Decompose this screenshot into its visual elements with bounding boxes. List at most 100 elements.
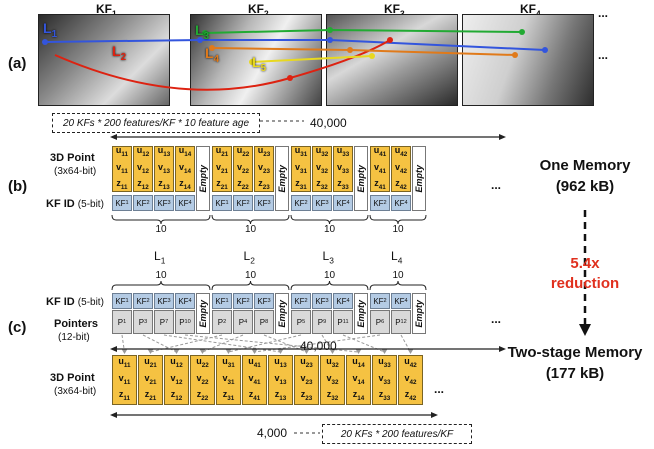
photos-ellipsis-2: ...	[598, 48, 609, 62]
row-b-ellipsis: ...	[491, 178, 502, 192]
photos-ellipsis: ...	[598, 6, 609, 20]
two-stage-count-1: 10	[155, 270, 167, 281]
label-a: (a)	[8, 55, 27, 72]
empty-column: Empty	[354, 146, 368, 211]
two-stage-brace-4	[369, 281, 427, 291]
one-memory-brace-4	[369, 214, 427, 224]
pointer-arrowhead	[381, 349, 388, 354]
empty-column: Empty	[354, 293, 368, 334]
two-stage-size: (177 kB)	[545, 365, 605, 382]
row-c-pts-ellipsis: ...	[434, 382, 445, 396]
top-count-arrow	[110, 134, 506, 140]
row-b-kf-label: KF ID (5-bit)	[46, 198, 104, 210]
two-stage-brace-3	[290, 281, 369, 291]
one-memory-brace-1	[111, 214, 211, 224]
two-stage-count-2: 10	[244, 270, 257, 281]
l-label-1: L1	[154, 249, 166, 266]
keyframe-photo-1	[38, 14, 170, 106]
pointer-arrowhead	[277, 349, 284, 354]
one-memory-size: (962 kB)	[555, 178, 615, 195]
reduction-arrow	[579, 210, 591, 336]
bottom-count-arrow	[110, 412, 438, 418]
keyframe-title-2: KF2	[248, 2, 269, 18]
two-stage-title: Two-stage Memory	[507, 344, 643, 361]
row-c-3d-label: 3D Point	[50, 372, 95, 384]
label-c: (c)	[8, 319, 27, 336]
one-memory-brace-2	[211, 214, 290, 224]
track-label-l5: L5	[252, 54, 267, 74]
row-c-kf-label: KF ID (5-bit)	[46, 296, 104, 308]
row-c-ptr-sub: (12-bit)	[58, 332, 90, 343]
bottom-note-leader	[294, 432, 320, 434]
two-stage-count-3: 10	[323, 270, 336, 281]
track-line-l1	[44, 39, 546, 51]
row-b-3d-sub: (3x64-bit)	[54, 166, 97, 177]
pointer-arrow	[263, 334, 307, 353]
bottom-count: 4,000	[257, 426, 288, 440]
label-b: (b)	[8, 178, 28, 195]
row-b-3d-label: 3D Point	[50, 152, 95, 164]
empty-column: Empty	[275, 293, 289, 334]
top-note-leader	[260, 120, 304, 122]
pointer-arrowhead	[225, 349, 232, 354]
empty-column: Empty	[412, 293, 426, 334]
row-c-3d-sub: (3x64-bit)	[54, 386, 97, 397]
pointer-arrowhead	[407, 349, 414, 354]
one-memory-count-3: 10	[323, 224, 336, 235]
pointer-arrowhead	[355, 349, 362, 354]
pointer-arrow	[121, 334, 125, 353]
l-label-4: L4	[391, 249, 403, 266]
pointer-arrowhead	[199, 349, 206, 354]
track-label-l1: L1	[43, 20, 58, 40]
l-label-2: L2	[243, 249, 255, 266]
two-stage-brace-2	[211, 281, 290, 291]
empty-column: Empty	[275, 146, 289, 211]
keyframe-title-3: KF3	[384, 2, 405, 18]
bottom-note: 20 KFs * 200 features/KF	[322, 424, 472, 444]
one-memory-count-1: 10	[155, 224, 167, 235]
row-c-ellipsis: ...	[491, 312, 502, 326]
top-count: 40,000	[310, 116, 347, 130]
track-line-l5	[251, 55, 373, 63]
pointer-arrowhead	[251, 349, 258, 354]
top-note: 20 KFs * 200 features/KF * 10 feature ag…	[52, 113, 260, 133]
